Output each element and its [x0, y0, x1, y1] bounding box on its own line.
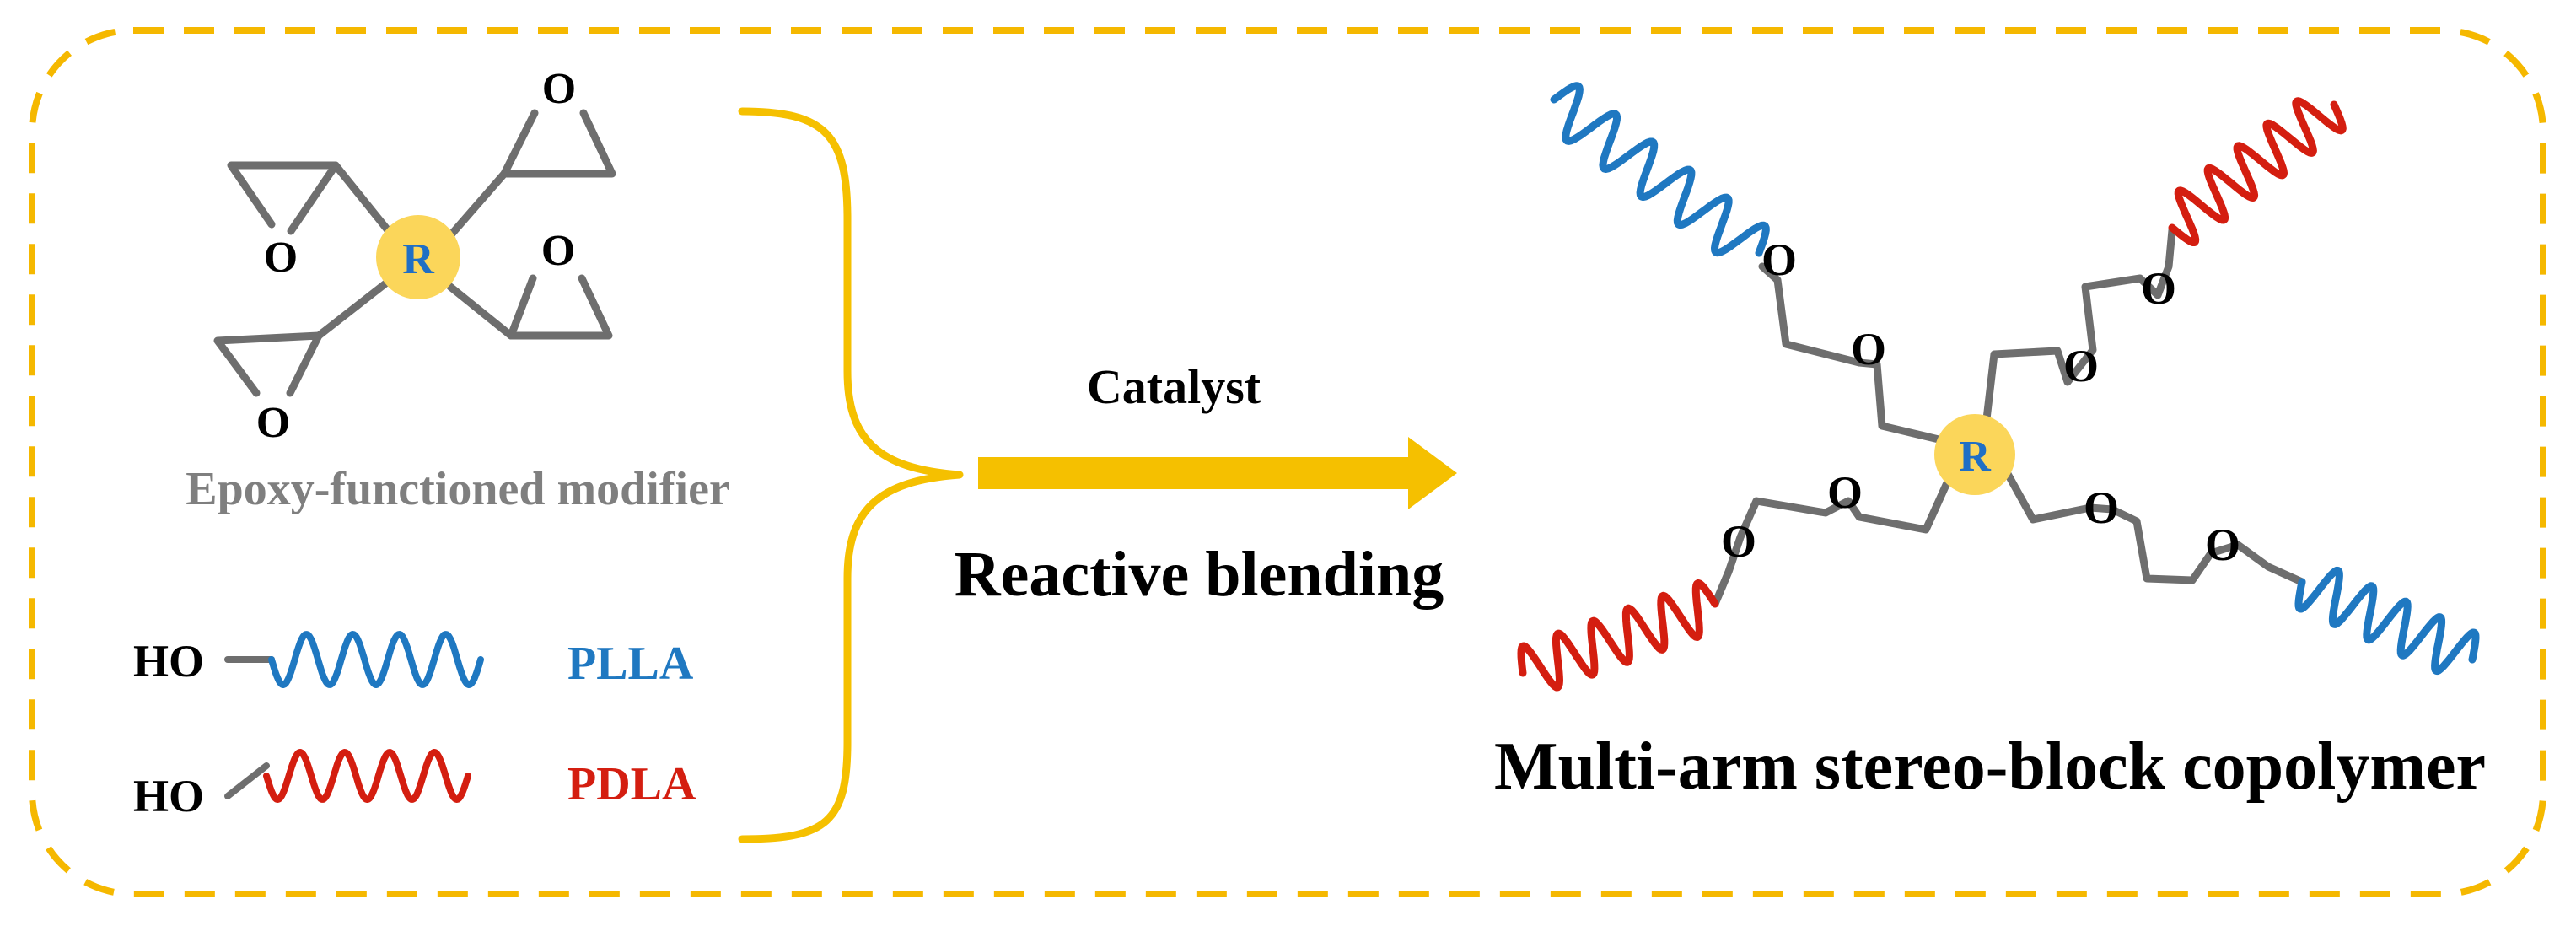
epoxide-ring-upper-left: [227, 161, 340, 235]
reactive-blending-label: Reactive blending: [955, 539, 1444, 610]
linker-upper-left: [1758, 262, 1954, 446]
oxygen-upper-left-outer: O: [1761, 234, 1797, 285]
oxygen-lower-left-inner: O: [1827, 467, 1863, 518]
pdla-end-group: HO: [133, 771, 204, 821]
oxygen-upper-right-inner: O: [2063, 341, 2099, 391]
modifier-bond-upper-right: [443, 170, 508, 244]
modifier-caption: Epoxy-functioned modifier: [186, 463, 730, 515]
modifier-core: [376, 215, 460, 299]
linker-lower-right: [2003, 468, 2306, 586]
modifier-bond-lower-right: [446, 283, 515, 340]
linker-lower-left: [1711, 473, 1954, 608]
oxygen-lower-left-outer: O: [1721, 516, 1756, 567]
plla-chain: [268, 631, 484, 688]
oxygen-upper-left-inner: O: [1851, 324, 1886, 374]
reaction-arrow-shaft: [978, 457, 1412, 489]
copolymer-core-label: R: [1959, 433, 1992, 481]
arm-chain-upper-left: [1550, 82, 1770, 257]
modifier-oxygen-lower-left: O: [256, 399, 290, 447]
arm-chain-lower-left: [1517, 579, 1719, 692]
arm-chain-lower-right: [2294, 566, 2480, 676]
epoxide-ring-lower-right: [507, 274, 613, 340]
oxygen-upper-right-outer: O: [2141, 263, 2176, 314]
catalyst-label: Catalyst: [1087, 359, 1261, 414]
epoxide-ring-upper-right: [500, 109, 616, 178]
copolymer-core: [1934, 414, 2015, 495]
curly-bracket: [738, 107, 964, 843]
modifier-oxygen-upper-right: O: [542, 65, 576, 113]
modifier-bond-upper-left: [331, 161, 395, 239]
oxygen-lower-right-inner: O: [2084, 482, 2119, 533]
copolymer-caption: Multi-arm stereo-block copolymer: [1494, 729, 2486, 804]
modifier-oxygen-upper-left: O: [264, 234, 298, 282]
dashed-frame: [29, 27, 2546, 897]
pdla-bond: [224, 762, 270, 799]
epoxide-ring-lower-left: [213, 331, 323, 397]
pdla-label: PDLA: [567, 758, 696, 810]
reaction-arrow-head: [1408, 437, 1457, 509]
oxygen-lower-right-outer: O: [2205, 520, 2240, 570]
arm-chain-upper-right: [2168, 97, 2347, 246]
epoxy-modifier-structure: [213, 109, 616, 397]
plla-label: PLLA: [567, 638, 694, 690]
modifier-bond-lower-left: [315, 277, 392, 340]
modifier-core-label: R: [402, 235, 435, 283]
pdla-chain: [263, 749, 471, 803]
legend-plla: HO PLLA: [133, 631, 694, 690]
legend-pdla: HO PDLA: [133, 749, 696, 821]
linker-upper-right: [1981, 226, 2176, 438]
copolymer-oxygen-labels: O O O O O O O O: [1721, 234, 2240, 570]
modifier-oxygen-lower-right: O: [541, 227, 575, 275]
copolymer-linkers: [1711, 226, 2306, 608]
plla-end-group: HO: [133, 636, 204, 686]
